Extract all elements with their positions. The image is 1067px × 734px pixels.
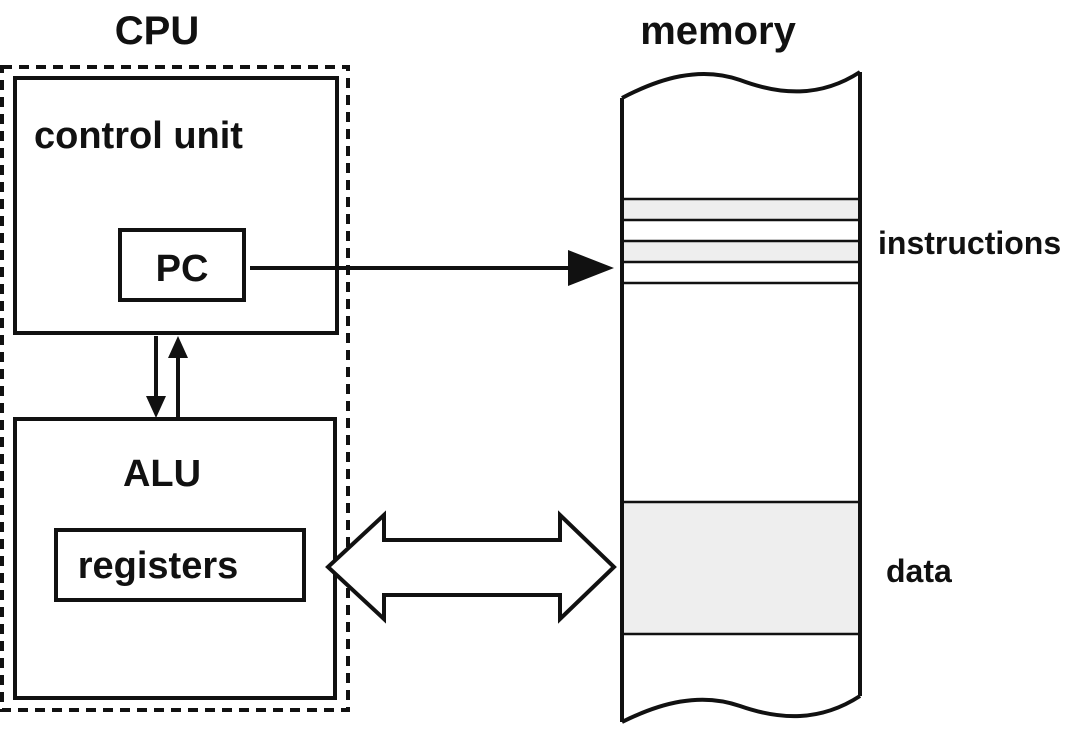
registers-data-double-arrow [325,510,617,624]
memory-title: memory [640,9,796,53]
alu-label: ALU [123,453,201,495]
memory-bottom-edge [621,694,862,724]
pc-label: PC [156,248,209,290]
memory-column [620,70,862,724]
memory-top-edge [621,70,862,100]
instruction-slot [622,241,860,262]
alu-to-control-arrowhead [168,336,188,358]
registers-box [54,528,306,602]
cpu-boundary [0,65,350,712]
control-alu-arrows [146,336,188,418]
instructions-label: instructions [878,225,1061,261]
pc-box [118,228,246,302]
control-to-alu-arrowhead [146,396,166,418]
instruction-slot [622,199,860,220]
cpu-title: CPU [115,9,199,53]
data-label: data [886,553,952,589]
control-unit-label: control unit [34,115,243,157]
data-region [622,502,860,634]
pc-to-instructions-arrowhead [568,250,614,286]
registers-label: registers [78,545,239,587]
